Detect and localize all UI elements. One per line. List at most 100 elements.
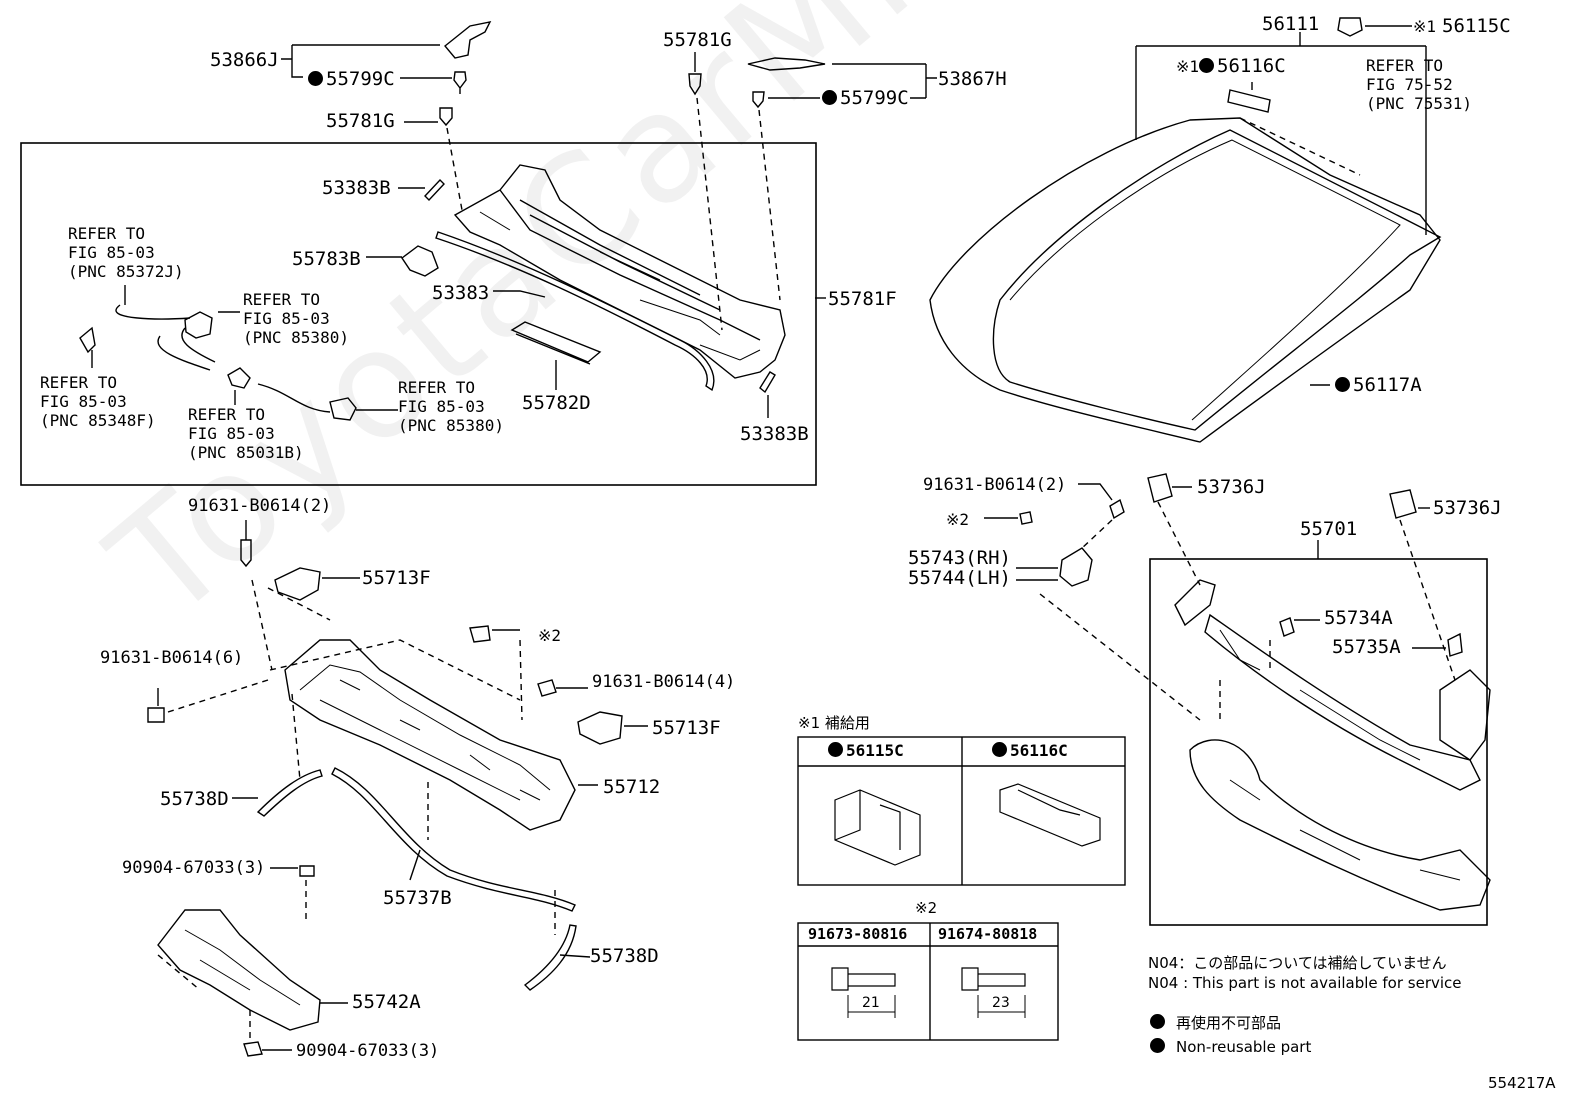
non-reusable-dot [992,742,1007,757]
cowl-outer-panel [1204,613,1481,791]
seal-55738D-a [256,769,323,817]
label-55738D-a: 55738D [160,788,229,810]
non-reusable-dot [822,90,837,105]
bracket-53866J-leader [281,44,440,78]
refer-85380-a: REFER TO FIG 85-03 (PNC 85380) [243,290,349,347]
seal-strip-53383 [435,231,715,392]
clip-55781G-b [688,73,702,96]
cover-55782D [510,321,602,365]
refer-85031B: REFER TO FIG 85-03 (PNC 85031B) [188,405,304,462]
clip-90904-a [299,865,315,877]
label-55744: 55744(LH) [908,567,1011,589]
label-53383B-a: 53383B [322,177,391,199]
sketch-bolt-91673 [831,967,896,991]
supply-col2: 56116C [992,741,1068,760]
bracket-55783B [401,245,439,277]
label-55782D: 55782D [522,392,591,414]
clip-55799C-a [453,71,467,94]
label-55781G-a: 55781G [326,110,395,132]
non-reusable-dot [1335,377,1350,392]
windshield-molding [992,129,1442,431]
cowl-panel-55712 [284,639,576,831]
end-bracket-right [1439,669,1491,761]
bolt-col1: 91673-80816 [808,925,908,943]
label-55713F-a: 55713F [362,567,431,589]
part-55735A [1447,632,1463,657]
block-53736J-b [1389,489,1417,519]
non-reusable-dot [1150,1038,1165,1053]
non-reusable-dot [1150,1014,1165,1029]
label-53866J: 53866J [210,49,279,71]
label-56117A: 56117A [1335,375,1422,395]
bracket-55713F-b [577,711,623,745]
refer-85348F: REFER TO FIG 85-03 (PNC 85348F) [40,373,156,430]
label-56111: 56111 [1262,13,1320,35]
refer-85372J: REFER TO FIG 85-03 (PNC 85372J) [68,224,184,281]
label-55781F: 55781F [828,288,897,310]
bolt-note2 [1019,511,1033,525]
bolt-91631-4 [537,679,557,697]
label-90904-b: 90904-67033(3) [296,1041,440,1061]
cowl-end-piece-right [747,57,826,71]
label-55713F-b: 55713F [652,717,721,739]
label-91631-2-left: 91631-B0614(2) [188,496,332,516]
label-53736J-a: 53736J [1197,476,1266,498]
sketch-56116C [999,783,1101,847]
label-91631-4: 91631-B0614(4) [592,672,736,692]
pad-56116C [1227,89,1271,113]
label-53383: 53383 [432,282,490,304]
clip-56115C [1337,17,1363,37]
bolt-note2-left [469,625,491,643]
label-53736J-b: 53736J [1433,497,1502,519]
clip-55781G-a [439,107,453,127]
label-55799C-b: 55799C [822,88,909,108]
sketch-bolt-91674 [961,967,1026,991]
refer-75531: REFER TO FIG 75-52 (PNC 75531) [1366,56,1472,113]
cowl-end-piece-left [444,21,492,59]
cowl-inner-panel [1189,739,1491,911]
seal-55737B [331,767,576,912]
label-90904-a: 90904-67033(3) [122,858,266,878]
seal-53383B-a [424,178,445,202]
label-55783B: 55783B [292,248,361,270]
label-55701: 55701 [1300,518,1358,540]
label-55742A: 55742A [352,991,421,1013]
clip-55799C-b [752,91,765,109]
bracket-55743 [1059,547,1093,587]
bolt-col2: 91674-80818 [938,925,1038,943]
label-55738D-b: 55738D [590,945,659,967]
bolt-91631-6 [147,707,165,723]
note-n04-jp: N04：この部品については補給していません [1148,954,1447,972]
refer-85380-b: REFER TO FIG 85-03 (PNC 85380) [398,378,504,435]
side-bracket-left [1174,579,1216,627]
non-reusable-dot [1199,58,1215,73]
bolt-91631-top [240,539,252,568]
note-nonreuse-jp: 再使用不可部品 [1150,1012,1281,1033]
label-note2-cowl: ※2 [538,626,562,645]
label-55735A: 55735A [1332,636,1401,658]
label-91631-2-right: 91631-B0614(2) [923,475,1067,495]
bolt-table-caption: ※2 [915,899,938,917]
seal-53383B-b [759,371,776,394]
bolt-91631-upper [1109,498,1125,520]
bolt-len2: 23 [992,995,1010,1011]
block-53736J-a [1147,473,1173,503]
bolt-len1: 21 [862,995,880,1011]
label-55734A: 55734A [1324,607,1393,629]
supply-col1: 56115C [828,741,904,760]
label-55799C-a: 55799C [308,69,395,89]
label-55737B: 55737B [383,887,452,909]
seal-55738D-b [523,924,577,991]
note-nonreuse-en: Non-reusable part [1150,1038,1311,1056]
label-note2-bolt: ※2 [946,510,970,529]
non-reusable-dot [308,71,323,86]
sketch-56115C [834,789,921,866]
duct-55742A [157,909,321,1031]
supply-table-caption: ※1 補給用 [798,714,870,732]
windshield-glass [929,117,1441,443]
part-55734A [1279,617,1295,637]
harness-left [115,304,216,371]
